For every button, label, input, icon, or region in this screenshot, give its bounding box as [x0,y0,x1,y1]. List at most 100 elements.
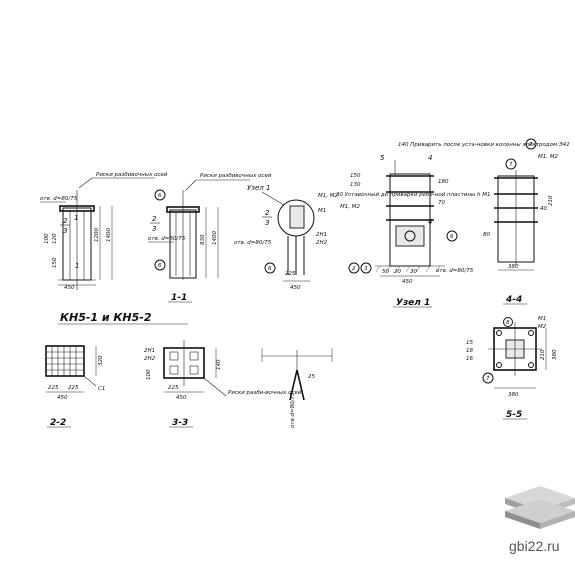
dim-16-i: 16 [466,356,473,362]
node-column-head [289,205,305,229]
dim-380-i2: 380 [508,392,519,398]
2n1: 2Н1 [316,232,327,238]
dim-225-f2: 225 [68,385,79,391]
dim-450-f: 450 [57,395,68,401]
otv-label-b: отв. d=80/75 [148,236,186,242]
frac-2-c: 2 [265,209,270,217]
title-3-3: 3-3 [172,418,188,428]
mark-7-i: 7 [486,376,490,382]
dim-320-f: 320 [98,355,104,366]
dim-225-g: 225 [168,385,179,391]
dim-25-h: 25 [308,374,315,380]
dim-18-i: 18 [466,348,473,354]
mark-6-bubble-d [446,230,458,242]
otv-label-c: отв. d=80/75 [234,240,272,246]
dim-150: 150 [52,257,58,268]
dim-450-a: 450 [64,285,75,291]
mark-6-b2: 6 [158,193,162,199]
watermark-text: gbi22.ru [509,538,560,554]
dim-1400: 1400 [106,228,112,242]
cut-label: отв.d=80/75 [290,392,296,428]
dim-150-d: 150 [350,173,361,179]
2n1-g: 2Н1 [144,348,155,354]
riski-label-b: Риски разбивочных осей [200,173,272,179]
otv-label-a: отв. d=80/75 [40,196,78,202]
dim-225-c: 225 [285,271,296,277]
dim-830: 830 [200,234,206,245]
m1m2-c: М1, М2 [538,154,558,160]
mark-4-mid: 4 [428,218,432,226]
dim-15-i: 15 [466,340,473,346]
node-callout: Узел 1 М1, М2 М1 2Н1 2Н2 отв. d=80/75 2 … [234,184,338,291]
section-4-4: 7 М1, М2 40 210 80 380 4-4 [483,154,558,305]
plate-outline [45,345,85,377]
mark-1-a: 1 [74,214,78,222]
watermark-logo [505,486,575,529]
node-1-detail: 5 4 4 140 Приварить после уста-новки кол… [336,138,570,308]
uzel-label: Узел 1 [247,184,270,192]
bolt-hole [404,230,416,242]
dim-210-i: 210 [540,349,546,360]
dim-1400b: 1400 [212,231,218,245]
section-5-5: 8 М1 М2 15 18 16 210 380 7 380 5-5 [466,316,558,420]
mark-2-bubble [348,262,360,274]
mark-7-e: 7 [509,162,513,168]
mark-1-a2: 1 [75,262,79,270]
dim-20-d: 20 [394,269,401,275]
dim-40-e: 40 [540,206,547,212]
title-5-5: 5-5 [506,410,522,420]
frac-2-b: 2 [152,215,157,223]
m1m2-node: М1, М2 [318,193,338,199]
mark-7-bubble [525,138,537,150]
mark-6-bubble-c [264,262,276,274]
otv-label-d: отв. d=80/75 [436,268,474,274]
frac-3-b: 3 [152,225,156,233]
base-plate [395,225,425,247]
section-2-2: 320 225 225 450 С1 2-2 [45,345,105,428]
mark-3-a: 3 [63,227,67,235]
mark-8: 8 [506,320,510,326]
mark-2-a: 2 [63,217,68,225]
title-2-2: 2-2 [50,418,66,428]
dim-120: 120 [52,233,58,244]
ugol-note: 140 Приварить после уста-новки колонны э… [398,142,570,148]
mark-6-c: 6 [268,266,272,272]
mark-2: 2 [352,266,356,272]
dim-30-d: 30 [410,269,417,275]
column-elevation-a: Риски разбивочных осей отв. d=80/75 2 3 … [40,172,168,291]
riski-label-g: Риски разби-вочных осей [228,390,302,396]
title-uzel-1: Узел 1 [396,298,430,308]
mark-7-bubble-i [482,372,494,384]
section-1-1: Риски разбивочных осей отв. d=80/75 6 6 … [148,173,272,303]
mark-6-bubble [154,259,166,271]
mark-7-bubble-e [505,158,517,170]
mark-4-top: 4 [428,154,432,162]
2n2: 2Н2 [316,240,328,246]
mark-5-top: 5 [380,154,385,162]
dim-80-e: 80 [483,232,490,238]
dim-70-d: 70 [438,200,445,206]
m1-node: М1 [318,208,326,214]
dim-1200: 1200 [94,228,100,242]
dim-100-g: 100 [146,369,152,380]
title-4-4: 4-4 [505,295,522,305]
dim-450-c: 450 [290,285,301,291]
title-1-1: 1-1 [171,293,187,303]
dim-100: 100 [44,233,50,244]
riski-label-a: Риски разбивочных осей [96,172,168,178]
m1-i: М1 [538,316,546,322]
mark-3: 3 [364,266,368,272]
bent-bar-detail: отв.d=80/75 25 [261,348,333,428]
dim-380-e: 380 [508,264,519,270]
m1m2-b: М1, М2 [340,204,360,210]
c1-label: С1 [98,386,105,392]
main-title: КН5-1 и КН5-2 [60,311,152,324]
mark-8-bubble [503,317,513,327]
zazor-note: 30 Уставочный до приварки ребе-ной пласт… [336,192,491,198]
dim-450-d: 450 [402,279,413,285]
mark-7: 7 [529,142,533,148]
dim-210-e: 210 [548,195,554,206]
dim-180-d: 180 [438,179,449,185]
